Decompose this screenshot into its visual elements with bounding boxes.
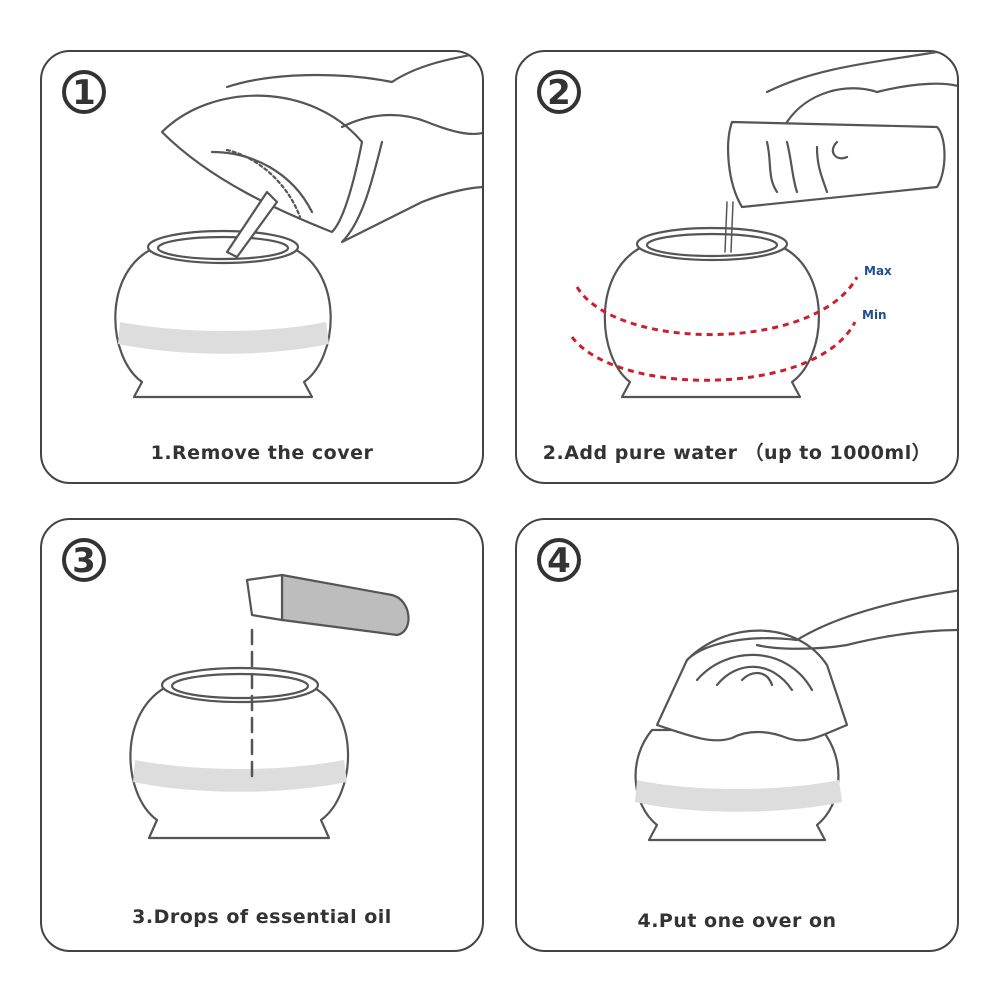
step-1-number: 1 <box>62 70 106 114</box>
step-2-caption: 2.Add pure water （up to 1000ml） <box>542 442 932 464</box>
step-1-caption: 1.Remove the cover <box>150 442 374 464</box>
step-4-caption: 4.Put one over on <box>637 910 837 932</box>
oil-bottle <box>280 573 410 637</box>
max-line <box>575 276 859 336</box>
hand <box>685 589 957 662</box>
step-4-illustration <box>634 589 957 842</box>
min-line <box>570 321 857 382</box>
jar-band <box>133 760 347 792</box>
step-2-illustration <box>570 52 957 399</box>
step-2-number: 2 <box>537 70 581 114</box>
jar-body <box>603 245 820 399</box>
lid <box>655 629 849 742</box>
step-1-panel: 1 1.Remove the cover <box>40 50 484 484</box>
lid-stem <box>225 190 279 259</box>
jar-band <box>635 780 842 812</box>
water-stream <box>724 201 734 253</box>
jar-body <box>634 728 840 842</box>
hand <box>765 52 957 160</box>
step-3-panel: 3 3.Drops of essential oil <box>40 518 484 952</box>
measuring-cup <box>727 120 946 209</box>
step-3-illustration <box>129 573 410 840</box>
step-4-number: 4 <box>537 538 581 582</box>
min-label: Min <box>862 308 887 322</box>
step-3-caption: 3.Drops of essential oil <box>132 906 392 928</box>
jar-body <box>129 683 350 840</box>
step-1-illustration <box>114 52 482 399</box>
step-2-panel: 2 Max Min 2.Add pure water （up to 1000ml… <box>515 50 959 484</box>
step-4-panel: 4 4.Put one over on <box>515 518 959 952</box>
jar-band <box>118 322 329 354</box>
bottle-neck <box>245 573 284 622</box>
level-lines <box>570 276 859 382</box>
max-label: Max <box>864 264 892 278</box>
hand <box>225 52 482 244</box>
step-3-number: 3 <box>62 538 106 582</box>
jar-body <box>114 246 332 399</box>
